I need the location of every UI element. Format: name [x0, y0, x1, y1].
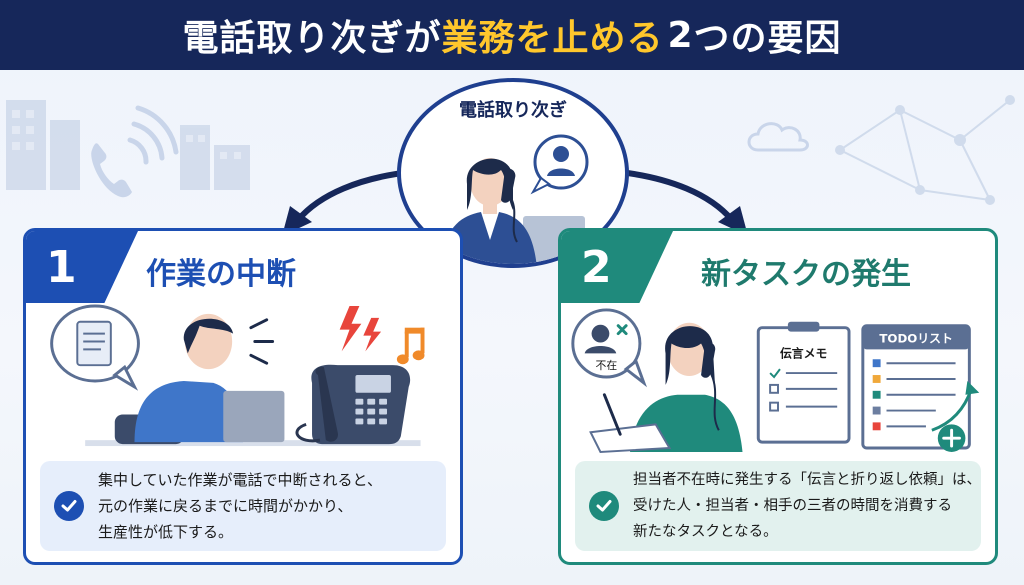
absent-label: 不在 — [596, 359, 618, 372]
description-line: 担当者不在時に発生する「伝言と折り返し依頼」は、 — [633, 472, 981, 488]
lightning-icon — [339, 305, 382, 352]
card-new-task: 2 新タスクの発生 不在 伝言メモ — [558, 228, 998, 565]
card-interruption: 1 作業の中断 — [23, 228, 463, 565]
card-title: 作業の中断 — [146, 257, 296, 292]
card-title: 新タスクの発生 — [701, 257, 911, 292]
description-box: 集中していた作業が電話で中断されると、 元の作業に戻るまでに時間がかかり、 生産… — [40, 461, 446, 551]
description-text: 担当者不在時に発生する「伝言と折り返し依頼」は、 受けた人・担当者・相手の三者の… — [633, 467, 981, 545]
check-icon — [54, 491, 84, 521]
phone-icon — [91, 105, 179, 198]
center-label: 電話取り次ぎ — [459, 100, 567, 121]
page-title: 電話取り次ぎが 業務を止める 2 つの要因 — [0, 0, 1024, 70]
title-part-4: つの要因 — [693, 18, 842, 59]
description-line: 生産性が低下する。 — [98, 523, 234, 541]
checklist-icon: TODOリスト — [861, 324, 971, 450]
network-icon — [835, 95, 1015, 205]
document-icon — [50, 304, 140, 391]
card-number: 1 — [26, 231, 138, 303]
desk-phone-icon — [295, 364, 411, 445]
title-part-2: 業務を止める — [441, 18, 664, 59]
description-box: 担当者不在時に発生する「伝言と折り返し依頼」は、 受けた人・担当者・相手の三者の… — [575, 461, 981, 551]
description-line: 新たなタスクとなる。 — [633, 524, 778, 540]
memo-icon: 伝言メモ — [756, 321, 851, 444]
interrupted-worker-illustration — [50, 304, 425, 447]
plus-icon — [937, 424, 966, 452]
description-text: 集中していた作業が電話で中断されると、 元の作業に戻るまでに時間がかかり、 生産… — [98, 467, 382, 545]
check-icon — [589, 491, 619, 521]
todo-label: TODOリスト — [879, 331, 952, 345]
message-taking-illustration: 不在 伝言メモ TODOリスト — [571, 308, 980, 453]
music-note-icon — [396, 327, 425, 365]
cloud-icon — [747, 122, 809, 152]
absent-person-icon — [571, 308, 648, 388]
description-line: 受けた人・担当者・相手の三者の時間を消費する — [633, 498, 952, 514]
card-number: 2 — [561, 231, 673, 303]
title-part-1: 電話取り次ぎが — [182, 18, 442, 59]
building-icon — [6, 100, 250, 190]
description-line: 元の作業に戻るまでに時間がかかり、 — [98, 497, 353, 515]
title-part-3: 2 — [667, 14, 694, 56]
memo-label: 伝言メモ — [780, 346, 827, 360]
description-line: 集中していた作業が電話で中断されると、 — [98, 471, 382, 489]
